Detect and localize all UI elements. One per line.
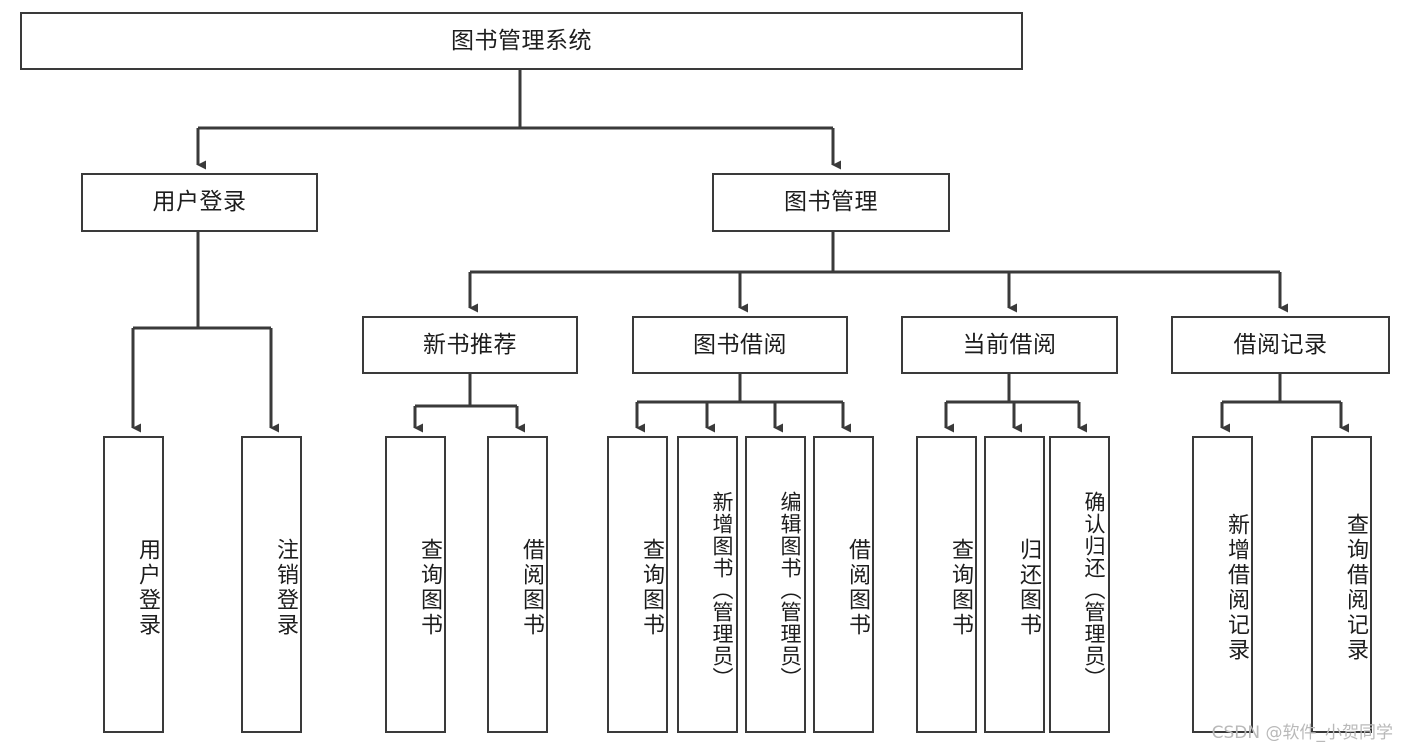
- leaf-return-book[interactable]: 归还图书: [984, 436, 1045, 733]
- node-label: 确认归还（管理员）: [1082, 490, 1106, 689]
- node-book-borrowing[interactable]: 图书借阅: [632, 316, 848, 374]
- node-label: 新增借阅记录: [1224, 512, 1249, 663]
- leaf-query-book-borrowing[interactable]: 查询图书: [607, 436, 668, 733]
- node-label: 用户登录: [152, 189, 247, 216]
- leaf-logout[interactable]: 注销登录: [241, 436, 302, 733]
- node-label: 查询图书: [417, 537, 442, 638]
- node-current-borrowing[interactable]: 当前借阅: [901, 316, 1118, 374]
- node-label: 当前借阅: [962, 331, 1057, 358]
- node-label: 编辑图书（管理员）: [778, 490, 802, 689]
- csdn-watermark: CSDN @软件_小贺同学: [1211, 723, 1393, 743]
- node-label: 图书管理系统: [451, 27, 592, 54]
- node-label: 借阅记录: [1233, 331, 1328, 358]
- node-label: 新增图书（管理员）: [710, 490, 734, 689]
- leaf-query-borrowing-record[interactable]: 查询借阅记录: [1311, 436, 1372, 733]
- node-root-book-management-system[interactable]: 图书管理系统: [20, 12, 1023, 70]
- node-label: 查询图书: [639, 537, 664, 638]
- leaf-borrow-book-borrowing[interactable]: 借阅图书: [813, 436, 874, 733]
- leaf-add-book-admin[interactable]: 新增图书（管理员）: [677, 436, 738, 733]
- node-label: 借阅图书: [519, 537, 544, 638]
- node-label: 查询图书: [948, 537, 973, 638]
- leaf-borrow-book-recommendation[interactable]: 借阅图书: [487, 436, 548, 733]
- node-borrowing-record[interactable]: 借阅记录: [1171, 316, 1390, 374]
- node-label: 图书管理: [784, 189, 878, 216]
- node-label: 归还图书: [1016, 537, 1041, 638]
- node-label: 图书借阅: [693, 331, 787, 358]
- node-label: 借阅图书: [845, 537, 870, 638]
- leaf-confirm-return-admin[interactable]: 确认归还（管理员）: [1049, 436, 1110, 733]
- leaf-query-book-current[interactable]: 查询图书: [916, 436, 977, 733]
- node-book-management[interactable]: 图书管理: [712, 173, 950, 232]
- leaf-edit-book-admin[interactable]: 编辑图书（管理员）: [745, 436, 806, 733]
- node-new-book-recommendation[interactable]: 新书推荐: [362, 316, 578, 374]
- node-label: 用户登录: [135, 537, 160, 638]
- leaf-query-book-recommendation[interactable]: 查询图书: [385, 436, 446, 733]
- node-label: 新书推荐: [423, 331, 517, 358]
- node-label: 查询借阅记录: [1343, 512, 1368, 663]
- node-user-login[interactable]: 用户登录: [81, 173, 318, 232]
- leaf-add-borrowing-record[interactable]: 新增借阅记录: [1192, 436, 1253, 733]
- node-label: 注销登录: [273, 537, 298, 638]
- leaf-user-login[interactable]: 用户登录: [103, 436, 164, 733]
